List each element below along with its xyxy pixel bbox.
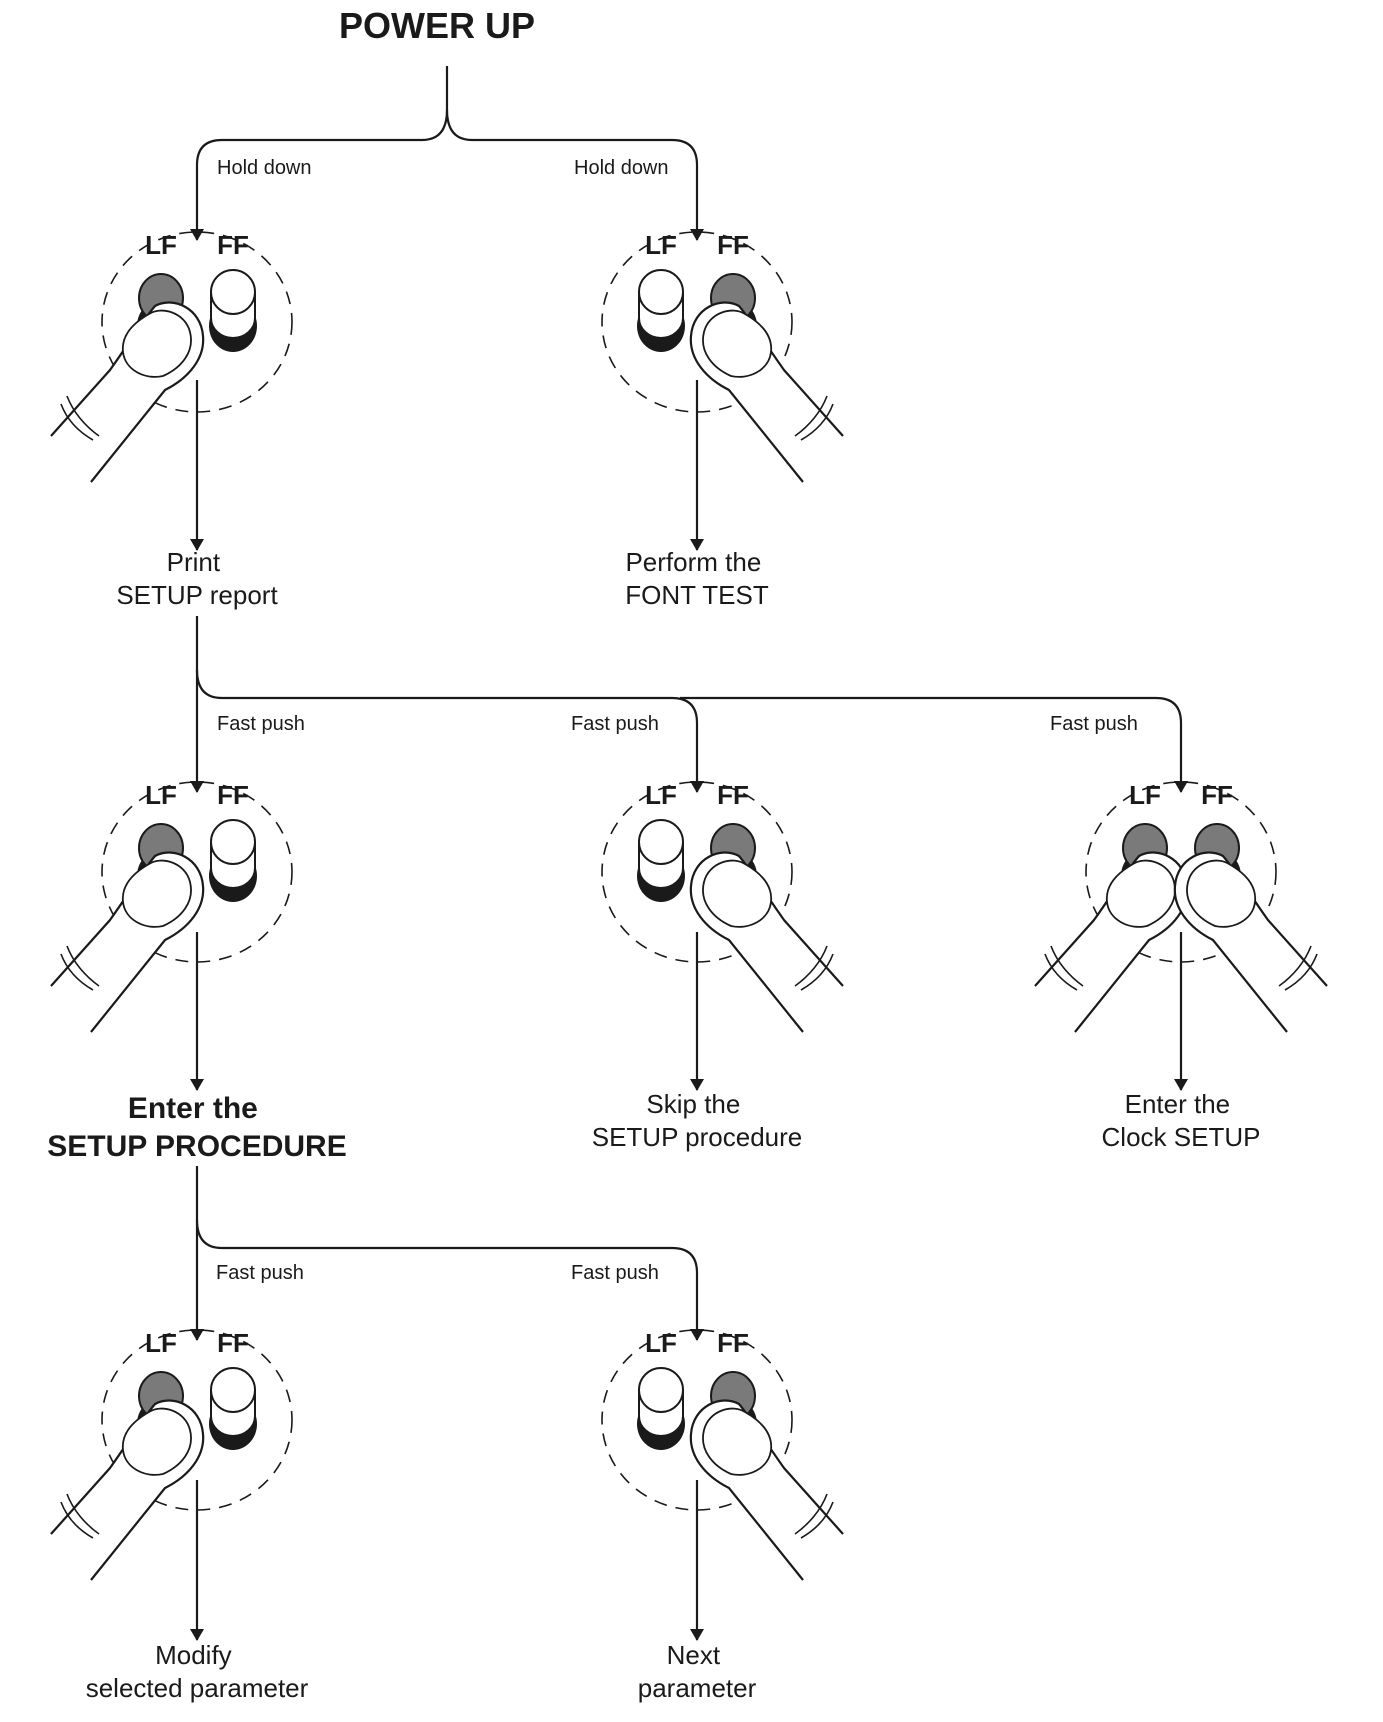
key-panel-ff-pressed: LF FF (601, 780, 843, 1032)
result-next-parameter: Next parameter (638, 1640, 757, 1703)
finger-icon (49, 301, 205, 484)
action-label: Hold down (217, 157, 312, 179)
key-panel-lf-pressed: LF FF (49, 230, 293, 484)
ff-key (209, 269, 257, 352)
ff-key-label: FF (717, 1328, 749, 1358)
lf-key-label: LF (1129, 780, 1161, 810)
finger-icon (49, 1399, 205, 1582)
key-area-outline (101, 231, 293, 413)
key-area-outline (601, 231, 793, 413)
result-clock-setup: Enter the Clock SETUP (1102, 1089, 1261, 1152)
result-modify-parameter: Modify selected parameter (86, 1640, 309, 1703)
key-panel-ff-pressed: LF FF (601, 230, 843, 482)
lf-key-label: LF (145, 230, 177, 260)
lf-key-label: LF (645, 1328, 677, 1358)
ff-key-label: FF (717, 780, 749, 810)
finger-icon (49, 851, 205, 1034)
lf-key-label: LF (645, 780, 677, 810)
action-label: Fast push (571, 1262, 659, 1284)
ff-key (209, 819, 257, 902)
result-font-test: Perform the FONT TEST (625, 547, 769, 610)
finger-icon (691, 303, 843, 482)
lf-key (637, 269, 685, 352)
action-label: Fast push (217, 713, 305, 735)
ff-key-label: FF (217, 1328, 249, 1358)
connector-lines (190, 66, 1188, 1641)
key-panel-lf-pressed: LF FF (49, 780, 293, 1034)
lf-key-label: LF (145, 1328, 177, 1358)
key-area-outline (101, 1329, 293, 1511)
lf-key-label: LF (645, 230, 677, 260)
lf-key (637, 1367, 685, 1450)
result-skip-setup: Skip the SETUP procedure (592, 1089, 803, 1152)
action-label: Fast push (216, 1262, 304, 1284)
action-label: Hold down (574, 157, 669, 179)
key-panel-lf-pressed: LF FF (49, 1328, 293, 1582)
finger-icon (691, 1401, 843, 1580)
ff-key-label: FF (217, 230, 249, 260)
key-area-outline (601, 781, 793, 963)
key-panel-both-pressed: LF FF (1033, 780, 1327, 1034)
lf-key-label: LF (145, 780, 177, 810)
finger-icon (1033, 851, 1189, 1034)
action-label: Fast push (571, 713, 659, 735)
result-print-setup-report: Print SETUP report (116, 547, 278, 610)
key-area-outline (101, 781, 293, 963)
diagram-title: POWER UP (339, 5, 535, 46)
key-area-outline (601, 1329, 793, 1511)
ff-key-label: FF (217, 780, 249, 810)
ff-key-label: FF (717, 230, 749, 260)
key-panel-ff-pressed: LF FF (601, 1328, 843, 1580)
lf-key (637, 819, 685, 902)
action-label: Fast push (1050, 713, 1138, 735)
finger-icon (691, 853, 843, 1032)
ff-key (209, 1367, 257, 1450)
finger-icon (1175, 853, 1327, 1032)
ff-key-label: FF (1201, 780, 1233, 810)
result-enter-setup-procedure: Enter the SETUP PROCEDURE (47, 1092, 347, 1163)
key-area-outline (1085, 781, 1277, 963)
